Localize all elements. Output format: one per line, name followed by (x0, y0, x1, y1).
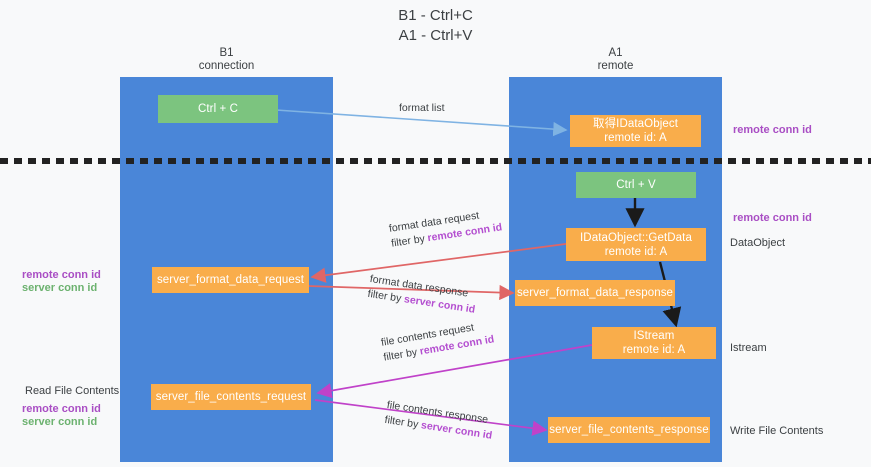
node-ctrl-v[interactable]: Ctrl + V (576, 172, 696, 198)
node-get-idataobject[interactable]: 取得IDataObject remote id: A (570, 115, 701, 147)
node-server-file-contents-response[interactable]: server_file_contents_response (548, 417, 710, 443)
filter-prefix: filter by (390, 232, 429, 250)
annotation-right-write-file-contents: Write File Contents (730, 425, 824, 437)
node-ctrl-c[interactable]: Ctrl + C (158, 95, 278, 123)
node-server-format-data-request[interactable]: server_format_data_request (152, 267, 309, 293)
node-idataobject-getdata[interactable]: IDataObject::GetData remote id: A (566, 228, 706, 261)
edge-label-file-contents-request: file contents request filter by remote c… (380, 318, 495, 366)
annotation-right-remote-conn-id-top: remote conn id (733, 124, 812, 136)
annotation-right-dataobject: DataObject (730, 237, 786, 249)
annotation-right-remote-conn-id-mid: remote conn id (733, 212, 812, 224)
column-header-b1: B1 connection (198, 47, 255, 72)
edge-label-format-data-request: format data request filter by remote con… (388, 205, 503, 251)
diagram-title: B1 - Ctrl+C A1 - Ctrl+V (398, 7, 473, 44)
filter-prefix: filter by (383, 413, 422, 432)
annotation-left-remote-conn-id-2: remote conn id (22, 403, 101, 415)
column-header-a1: A1 remote (597, 47, 634, 72)
node-server-format-data-response[interactable]: server_format_data_response (515, 280, 675, 306)
annotation-left-server-conn-id-2: server conn id (22, 416, 98, 428)
edge-label-format-list: format list (399, 102, 445, 114)
annotation-left-server-conn-id: server conn id (22, 282, 98, 294)
phase-divider (0, 158, 871, 164)
annotation-right-istream: Istream (730, 342, 767, 354)
annotation-left-remote-conn-id: remote conn id (22, 269, 101, 281)
filter-prefix: filter by (366, 287, 405, 306)
node-istream[interactable]: IStream remote id: A (592, 327, 716, 359)
node-server-file-contents-request[interactable]: server_file_contents_request (151, 384, 311, 410)
edge-label-file-contents-response: file contents response filter by server … (384, 398, 496, 444)
annotation-left-read-file-contents: Read File Contents (25, 385, 120, 397)
edge-label-format-data-response: format data response filter by server co… (367, 272, 479, 318)
